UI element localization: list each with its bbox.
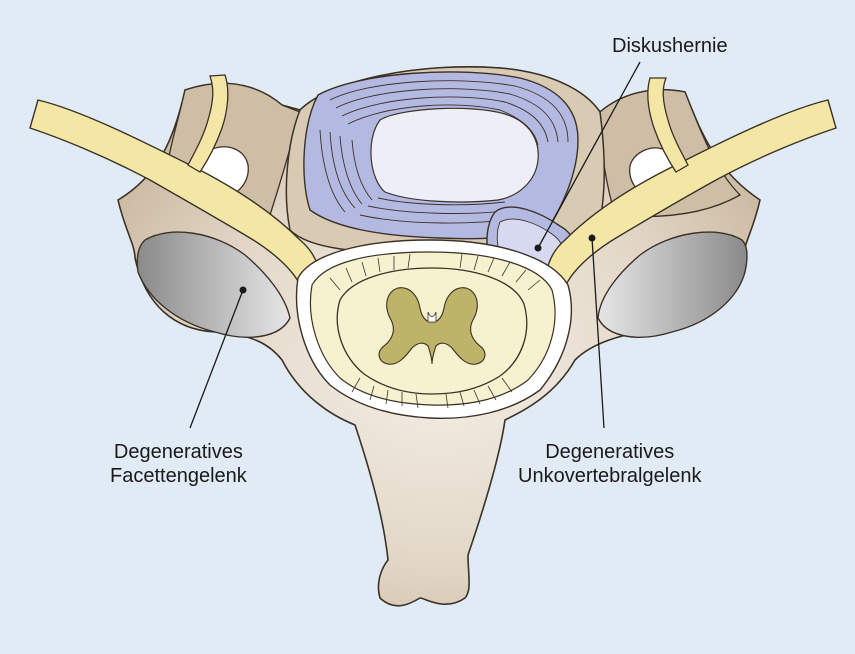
label-disc-herniation: Diskushernie xyxy=(612,34,728,58)
label-uncovertebral-joint-line1: Degeneratives xyxy=(518,440,701,464)
dot-disc-herniation xyxy=(535,245,542,252)
disc-nucleus xyxy=(371,108,538,202)
label-facet-joint-line1: Degeneratives xyxy=(110,440,247,464)
dot-facet-joint xyxy=(240,287,247,294)
label-facet-joint-line2: Facettengelenk xyxy=(110,464,247,488)
dot-uncovertebral-joint xyxy=(589,235,596,242)
label-disc-herniation-text: Diskushernie xyxy=(612,34,728,58)
label-facet-joint: Degeneratives Facettengelenk xyxy=(110,440,247,488)
label-uncovertebral-joint-line2: Unkovertebralgelenk xyxy=(518,464,701,488)
label-uncovertebral-joint: Degeneratives Unkovertebralgelenk xyxy=(518,440,701,488)
